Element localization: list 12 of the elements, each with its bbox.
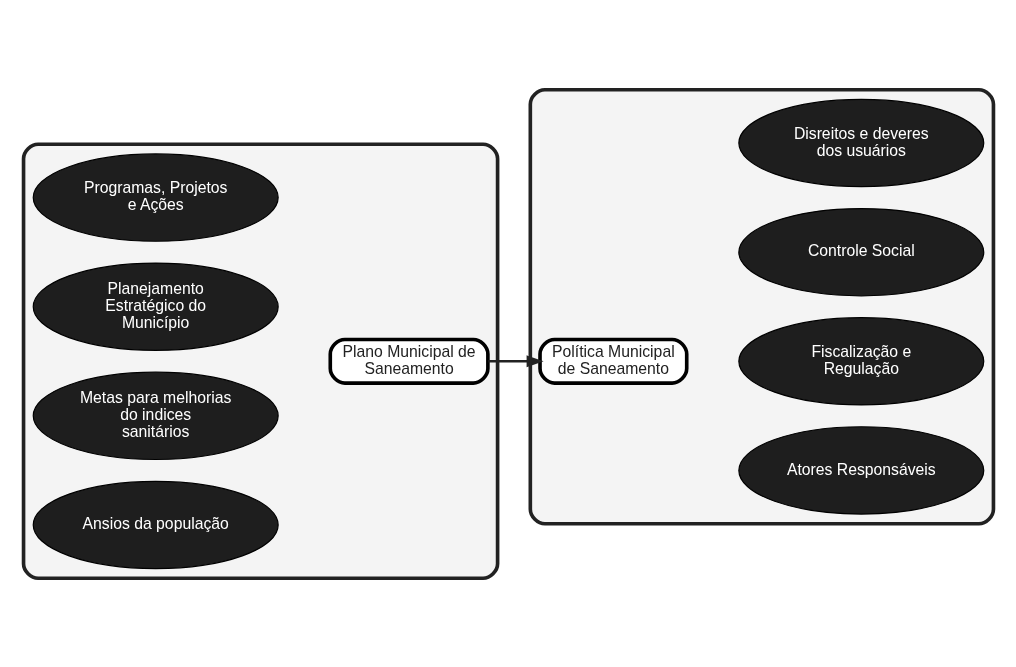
node-ellipse: Atores Responsáveis bbox=[737, 425, 984, 515]
node-ellipse: Fiscalização e Regulação bbox=[737, 316, 984, 406]
arrow bbox=[487, 354, 544, 367]
node-ellipse: Ansios da população bbox=[32, 480, 279, 569]
node-ellipse: Metas para melhorias do indices sanitários bbox=[32, 371, 279, 460]
node-ellipse: Disreitos e deveres dos usuários bbox=[737, 98, 984, 187]
node-box: Política Municipal de Saneamento bbox=[537, 337, 689, 385]
node-box: Plano Municipal de Saneamento bbox=[327, 337, 490, 385]
node-ellipse: Programas, Projetos e Ações bbox=[32, 152, 279, 242]
node-ellipse: Controle Social bbox=[737, 207, 984, 296]
node-ellipse: Planejamento Estratégico do Município bbox=[32, 261, 279, 351]
cluster bbox=[21, 141, 499, 580]
